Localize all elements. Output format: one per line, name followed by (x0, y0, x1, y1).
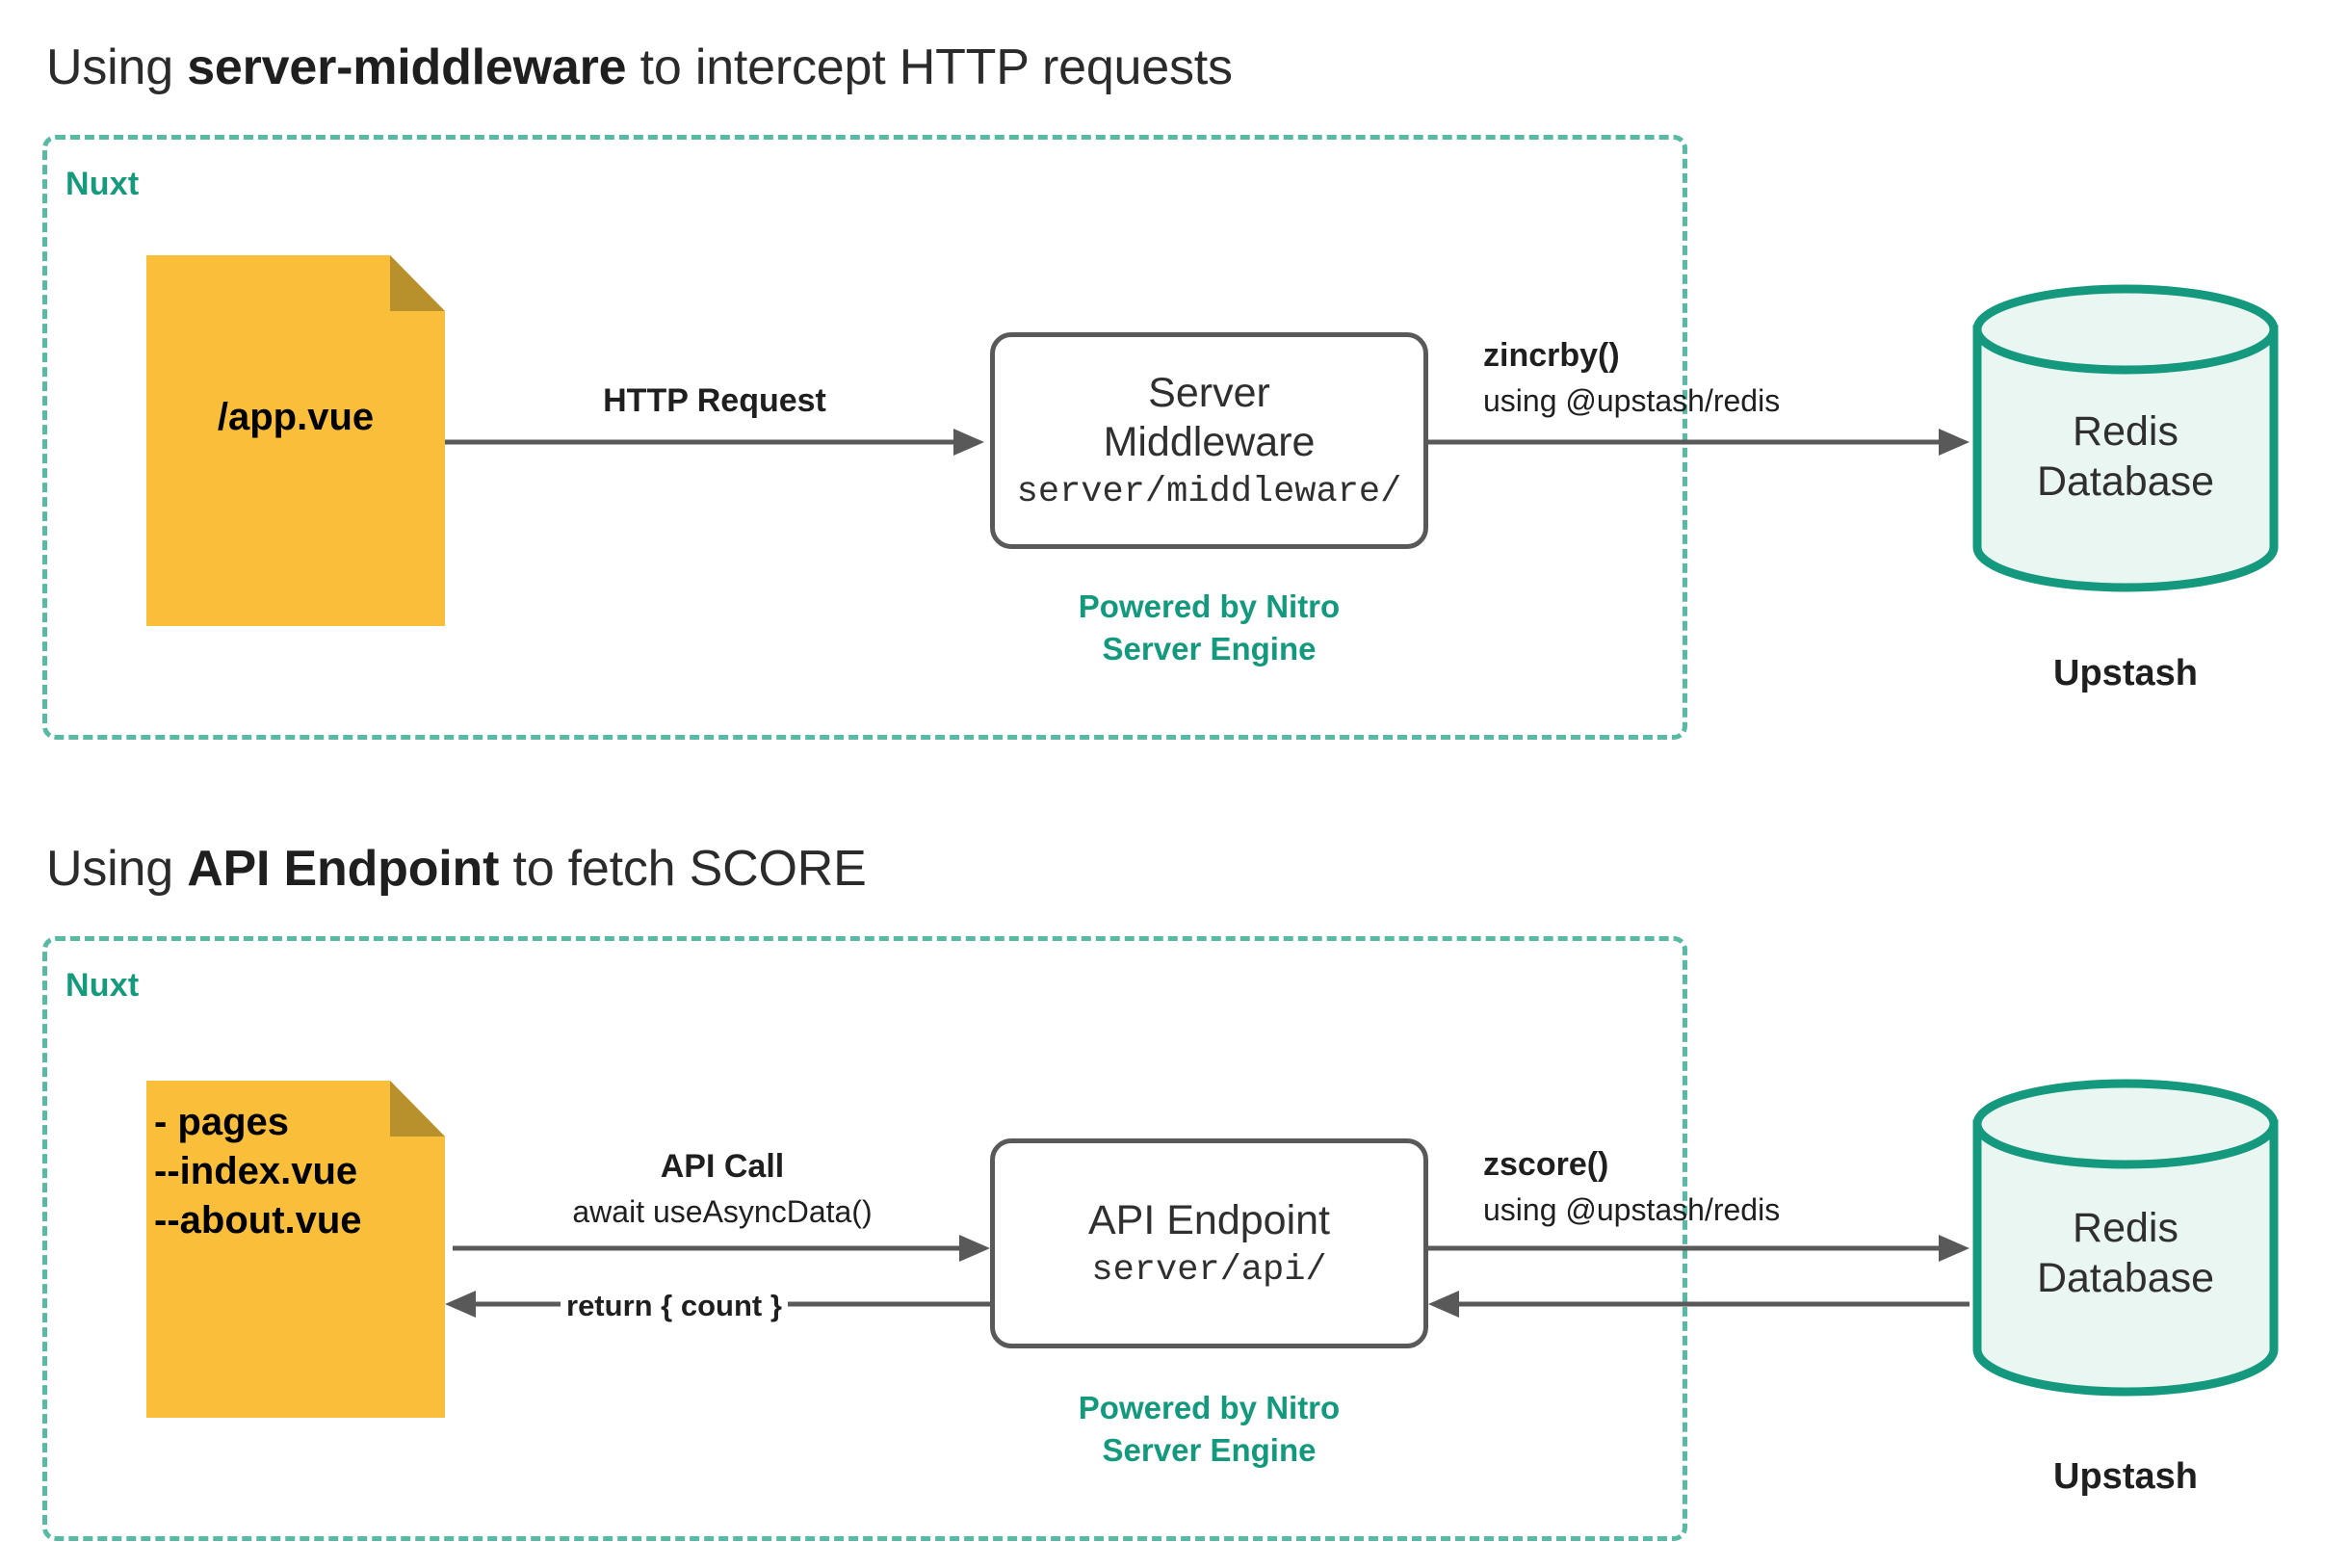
api-endpoint-box: API Endpoint server/api/ (990, 1138, 1428, 1348)
api-call-label: API Call (660, 1148, 785, 1185)
section-1-title: Using server-middleware to intercept HTT… (46, 39, 1233, 96)
api-call-sublabel: await useAsyncData() (572, 1194, 873, 1229)
arrow-redis-to-api-return (1428, 1291, 1970, 1318)
upstash-label-1: Upstash (2053, 653, 2198, 693)
nuxt-container-2 (42, 936, 1687, 1541)
redis-cylinder-2: Redis Database (1972, 1079, 2279, 1397)
section-1-title-bold: server-middleware (187, 39, 627, 95)
nitro-caption-1: Powered by Nitro Server Engine (1078, 588, 1341, 666)
section-2-title-prefix: Using (46, 841, 188, 897)
cylinder-svg (1972, 284, 2279, 592)
section-2-title-bold: API Endpoint (187, 841, 500, 897)
nuxt-container-1 (42, 135, 1687, 740)
server-middleware-title: Server Middleware (1103, 369, 1316, 465)
nitro-caption-2: Powered by Nitro Server Engine (1078, 1390, 1341, 1468)
arrow-file-to-middleware (445, 429, 984, 456)
file-shape-svg-2 (146, 1081, 445, 1418)
nuxt-label-2: Nuxt (65, 967, 140, 1004)
cylinder-svg-2 (1972, 1079, 2279, 1397)
section-2-title-suffix: to fetch SCORE (499, 841, 867, 897)
arrow-middleware-to-redis (1428, 429, 1970, 456)
zincrby-label: zincrby() (1483, 337, 1620, 374)
http-request-label: HTTP Request (603, 382, 826, 419)
section-1-title-prefix: Using (46, 39, 188, 95)
zscore-label: zscore() (1483, 1146, 1609, 1183)
app-vue-file-icon (146, 255, 445, 626)
section-2-title: Using API Endpoint to fetch SCORE (46, 840, 867, 898)
server-middleware-box: Server Middleware server/middleware/ (990, 332, 1428, 549)
pages-file-label: - pages --index.vue --about.vue (154, 1101, 362, 1242)
section-1-title-suffix: to intercept HTTP requests (626, 39, 1233, 95)
zincrby-sublabel: using @upstash/redis (1483, 383, 1781, 418)
app-vue-file-label: /app.vue (217, 396, 375, 438)
nuxt-label-1: Nuxt (65, 166, 140, 202)
redis-cylinder-1: Redis Database (1972, 284, 2279, 592)
redis-db-label-1: Redis Database (2036, 408, 2215, 505)
zscore-sublabel: using @upstash/redis (1483, 1192, 1781, 1227)
arrow-api-to-redis (1428, 1235, 1970, 1262)
server-middleware-path: server/middleware/ (1016, 472, 1402, 513)
file-shape-svg (146, 255, 445, 626)
pages-file-icon (146, 1081, 445, 1418)
upstash-label-2: Upstash (2053, 1456, 2198, 1497)
redis-db-label-2: Redis Database (2036, 1205, 2215, 1301)
api-endpoint-title: API Endpoint (1087, 1196, 1330, 1243)
arrow-pages-to-api (453, 1235, 990, 1262)
return-count-label: return { count } (561, 1289, 788, 1323)
api-endpoint-path: server/api/ (1091, 1250, 1327, 1292)
